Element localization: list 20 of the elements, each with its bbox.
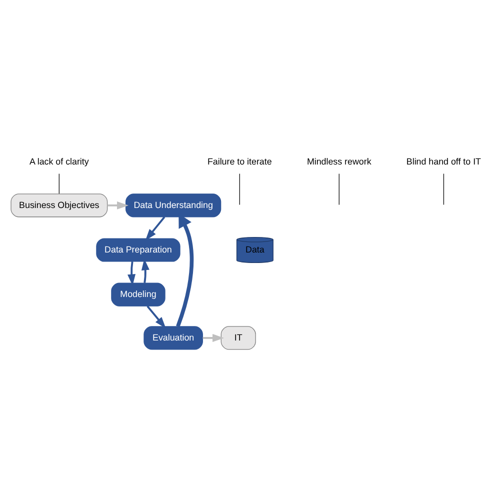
node-box: Business Objectives (10, 194, 108, 218)
connector (58, 173, 60, 194)
arrow (202, 334, 224, 342)
connector (338, 173, 340, 206)
arrow (146, 306, 166, 328)
node-text: A lack of clarity (29, 156, 89, 166)
node-text: Blind hand off to IT (406, 156, 482, 166)
node-text: Failure to iterate (207, 156, 272, 166)
node-box: Evaluation (144, 326, 203, 350)
connector (443, 173, 444, 206)
connector (239, 173, 240, 206)
arrow (107, 201, 129, 210)
node-box: Data Preparation (96, 238, 180, 262)
node-text: Mindless rework (306, 156, 372, 166)
arrow (141, 258, 150, 284)
node-box: IT (220, 326, 256, 350)
node-box: Modeling (111, 282, 166, 306)
arrow (145, 216, 166, 241)
arrow (128, 261, 136, 286)
node-box: Data Understanding (125, 194, 222, 218)
